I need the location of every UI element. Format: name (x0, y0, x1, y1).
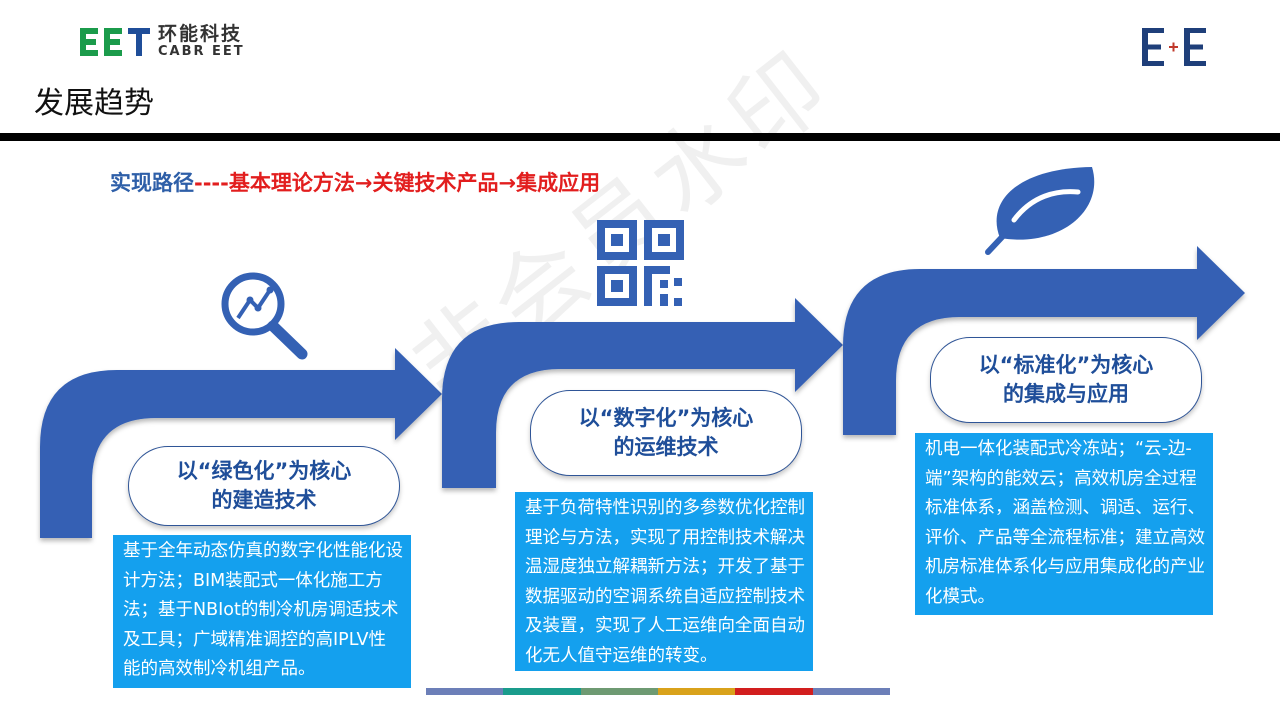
ee-brand-logo (1142, 28, 1206, 66)
stage-arrow-1 (40, 348, 442, 538)
stage-arrow-2 (442, 298, 843, 488)
logo-english-name: CABR EET (158, 44, 245, 59)
color-bar-segment (503, 688, 581, 695)
qr-code-icon (597, 220, 684, 306)
color-bar-segment (426, 688, 504, 695)
stage-1-title-line2: 的建造技术 (211, 488, 317, 512)
color-bar-segment (735, 688, 813, 695)
leaf-icon (985, 167, 1095, 255)
stage-1-description: 基于全年动态仿真的数字化性能化设计方法；BIM装配式一体化施工方法；基于NBIo… (113, 535, 411, 688)
stage-1-title-line1: 以“绿色化”为核心 (176, 459, 352, 483)
stage-arrow-3 (843, 246, 1245, 435)
stage-1-title: 以“绿色化”为核心 的建造技术 (128, 446, 400, 526)
stage-3-title-line1: 以“标准化”为核心 (978, 353, 1154, 377)
subtitle-prefix: 实现路径 (110, 171, 194, 195)
logo-chinese-name: 环能科技 (158, 23, 243, 45)
color-bar-segment (580, 688, 658, 695)
stage-2-title-line1: 以“数字化”为核心 (578, 406, 754, 430)
color-bar-segment (812, 688, 890, 695)
stage-2-title-line2: 的运维技术 (613, 435, 719, 459)
page-title: 发展趋势 (34, 86, 154, 121)
stage-3-title: 以“标准化”为核心 的集成与应用 (930, 337, 1202, 423)
subtitle-dashes: ---- (194, 171, 229, 195)
stage-3-description: 机电一体化装配式冷冻站；“云-边-端”架构的能效云；高效机房全过程标准体系，涵盖… (915, 433, 1213, 615)
eet-logo-mark (80, 28, 150, 56)
stage-3-title-line2: 的集成与应用 (1003, 382, 1129, 406)
implementation-path-subtitle: 实现路径----基本理论方法→关键技术产品→集成应用 (110, 168, 600, 198)
subtitle-path: 基本理论方法→关键技术产品→集成应用 (228, 171, 601, 195)
magnifier-chart-icon (221, 272, 308, 360)
title-divider (0, 133, 1280, 141)
stage-2-title: 以“数字化”为核心 的运维技术 (530, 390, 802, 476)
footer-color-bar (426, 688, 890, 695)
stage-2-description: 基于负荷特性识别的多参数优化控制理论与方法，实现了用控制技术解决温湿度独立解耦新… (515, 492, 813, 671)
color-bar-segment (657, 688, 736, 695)
